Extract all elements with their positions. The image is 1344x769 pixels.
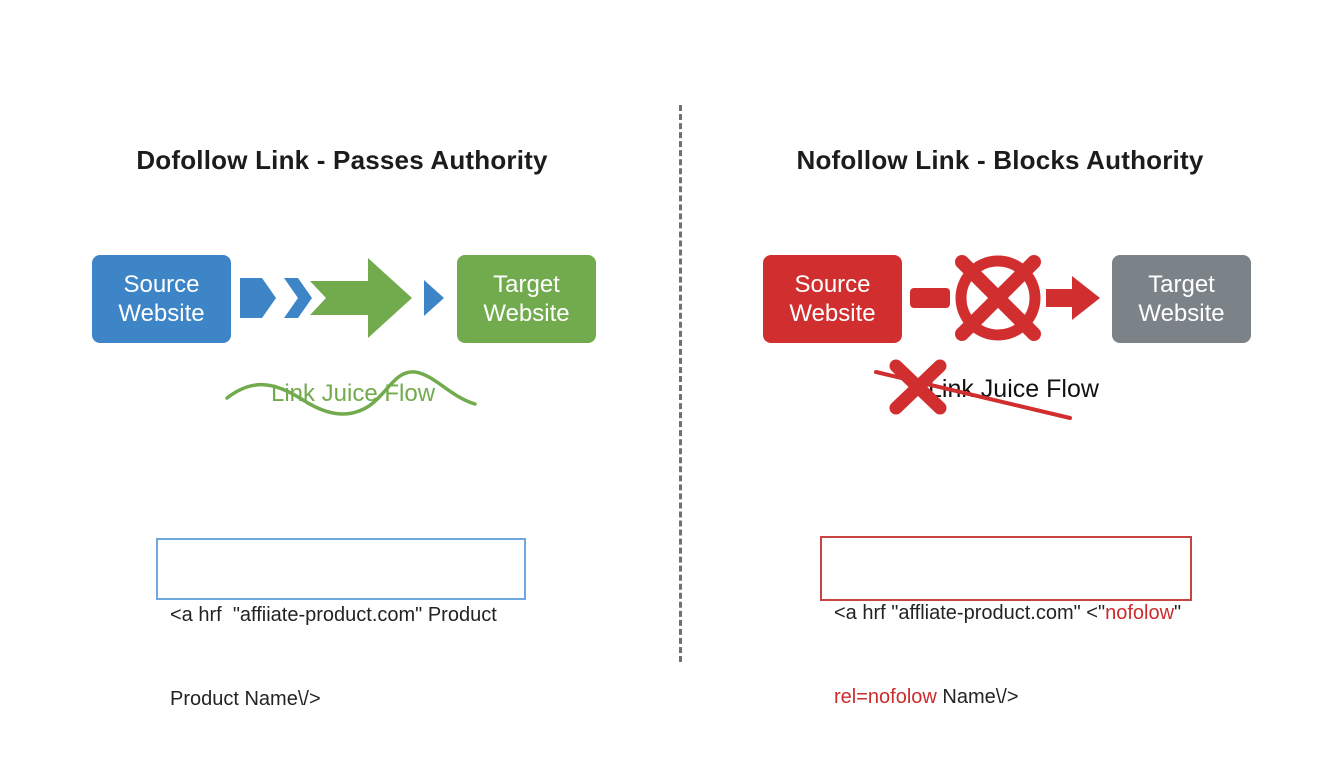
dofollow-target-website-box: Target Website — [457, 255, 596, 343]
red-x-strikethrough-icon — [874, 359, 1072, 420]
code-text-red-rel-attribute: rel=nofolow — [834, 686, 937, 708]
nofollow-code-snippet-box: <a hrf "affliate-product.com" <"nofolow"… — [820, 536, 1192, 708]
dofollow-code-line-2: Product Name\/> — [170, 688, 321, 710]
nofollow-target-website-box: Target Website — [1112, 255, 1251, 343]
nofollow-panel-title: Nofollow Link - Blocks Authority — [796, 145, 1204, 175]
dofollow-code-snippet-box: <a hrf "affiiate-product.com" Product Pr… — [156, 538, 526, 710]
link-juice-flow-annotation-right: Link Juice Flow — [870, 358, 1099, 432]
link-juice-flow-annotation-left: Link Juice Flow — [225, 362, 481, 432]
dofollow-code-line-1: <a hrf "affiiate-product.com" Product — [170, 604, 497, 626]
link-juice-flow-label-right: Link Juice Flow — [928, 375, 1099, 403]
nofollow-code-line-1: <a hrf "affliate-product.com" <"nofolow" — [834, 599, 1182, 627]
code-text-red-nofolow: nofolow — [1105, 602, 1175, 624]
dofollow-source-website-box: Source Website — [92, 255, 231, 343]
nofollow-source-website-box: Source Website — [763, 255, 902, 343]
code-text-black: " — [1174, 602, 1182, 624]
green-wave-icon — [225, 370, 477, 416]
blocked-circle-x-icon — [910, 255, 1100, 341]
nofollow-code-line-2: rel=nofolow Name\/> — [834, 683, 1178, 711]
code-text-black: Name\/> — [936, 686, 1019, 708]
code-text-black: <a hrf "affliate-product.com" <" — [834, 602, 1106, 624]
dofollow-source-website-label: Source Website — [118, 270, 205, 327]
nofollow-source-website-label: Source Website — [789, 270, 876, 327]
nofollow-target-website-label: Target Website — [1138, 270, 1225, 327]
dofollow-target-website-label: Target Website — [483, 270, 570, 327]
dofollow-panel-title: Dofollow Link - Passes Authority — [136, 145, 548, 175]
link-flow-arrow-icon — [240, 258, 444, 338]
vertical-dashed-divider — [679, 105, 682, 662]
link-juice-flow-label-left: Link Juice Flow — [270, 380, 436, 407]
